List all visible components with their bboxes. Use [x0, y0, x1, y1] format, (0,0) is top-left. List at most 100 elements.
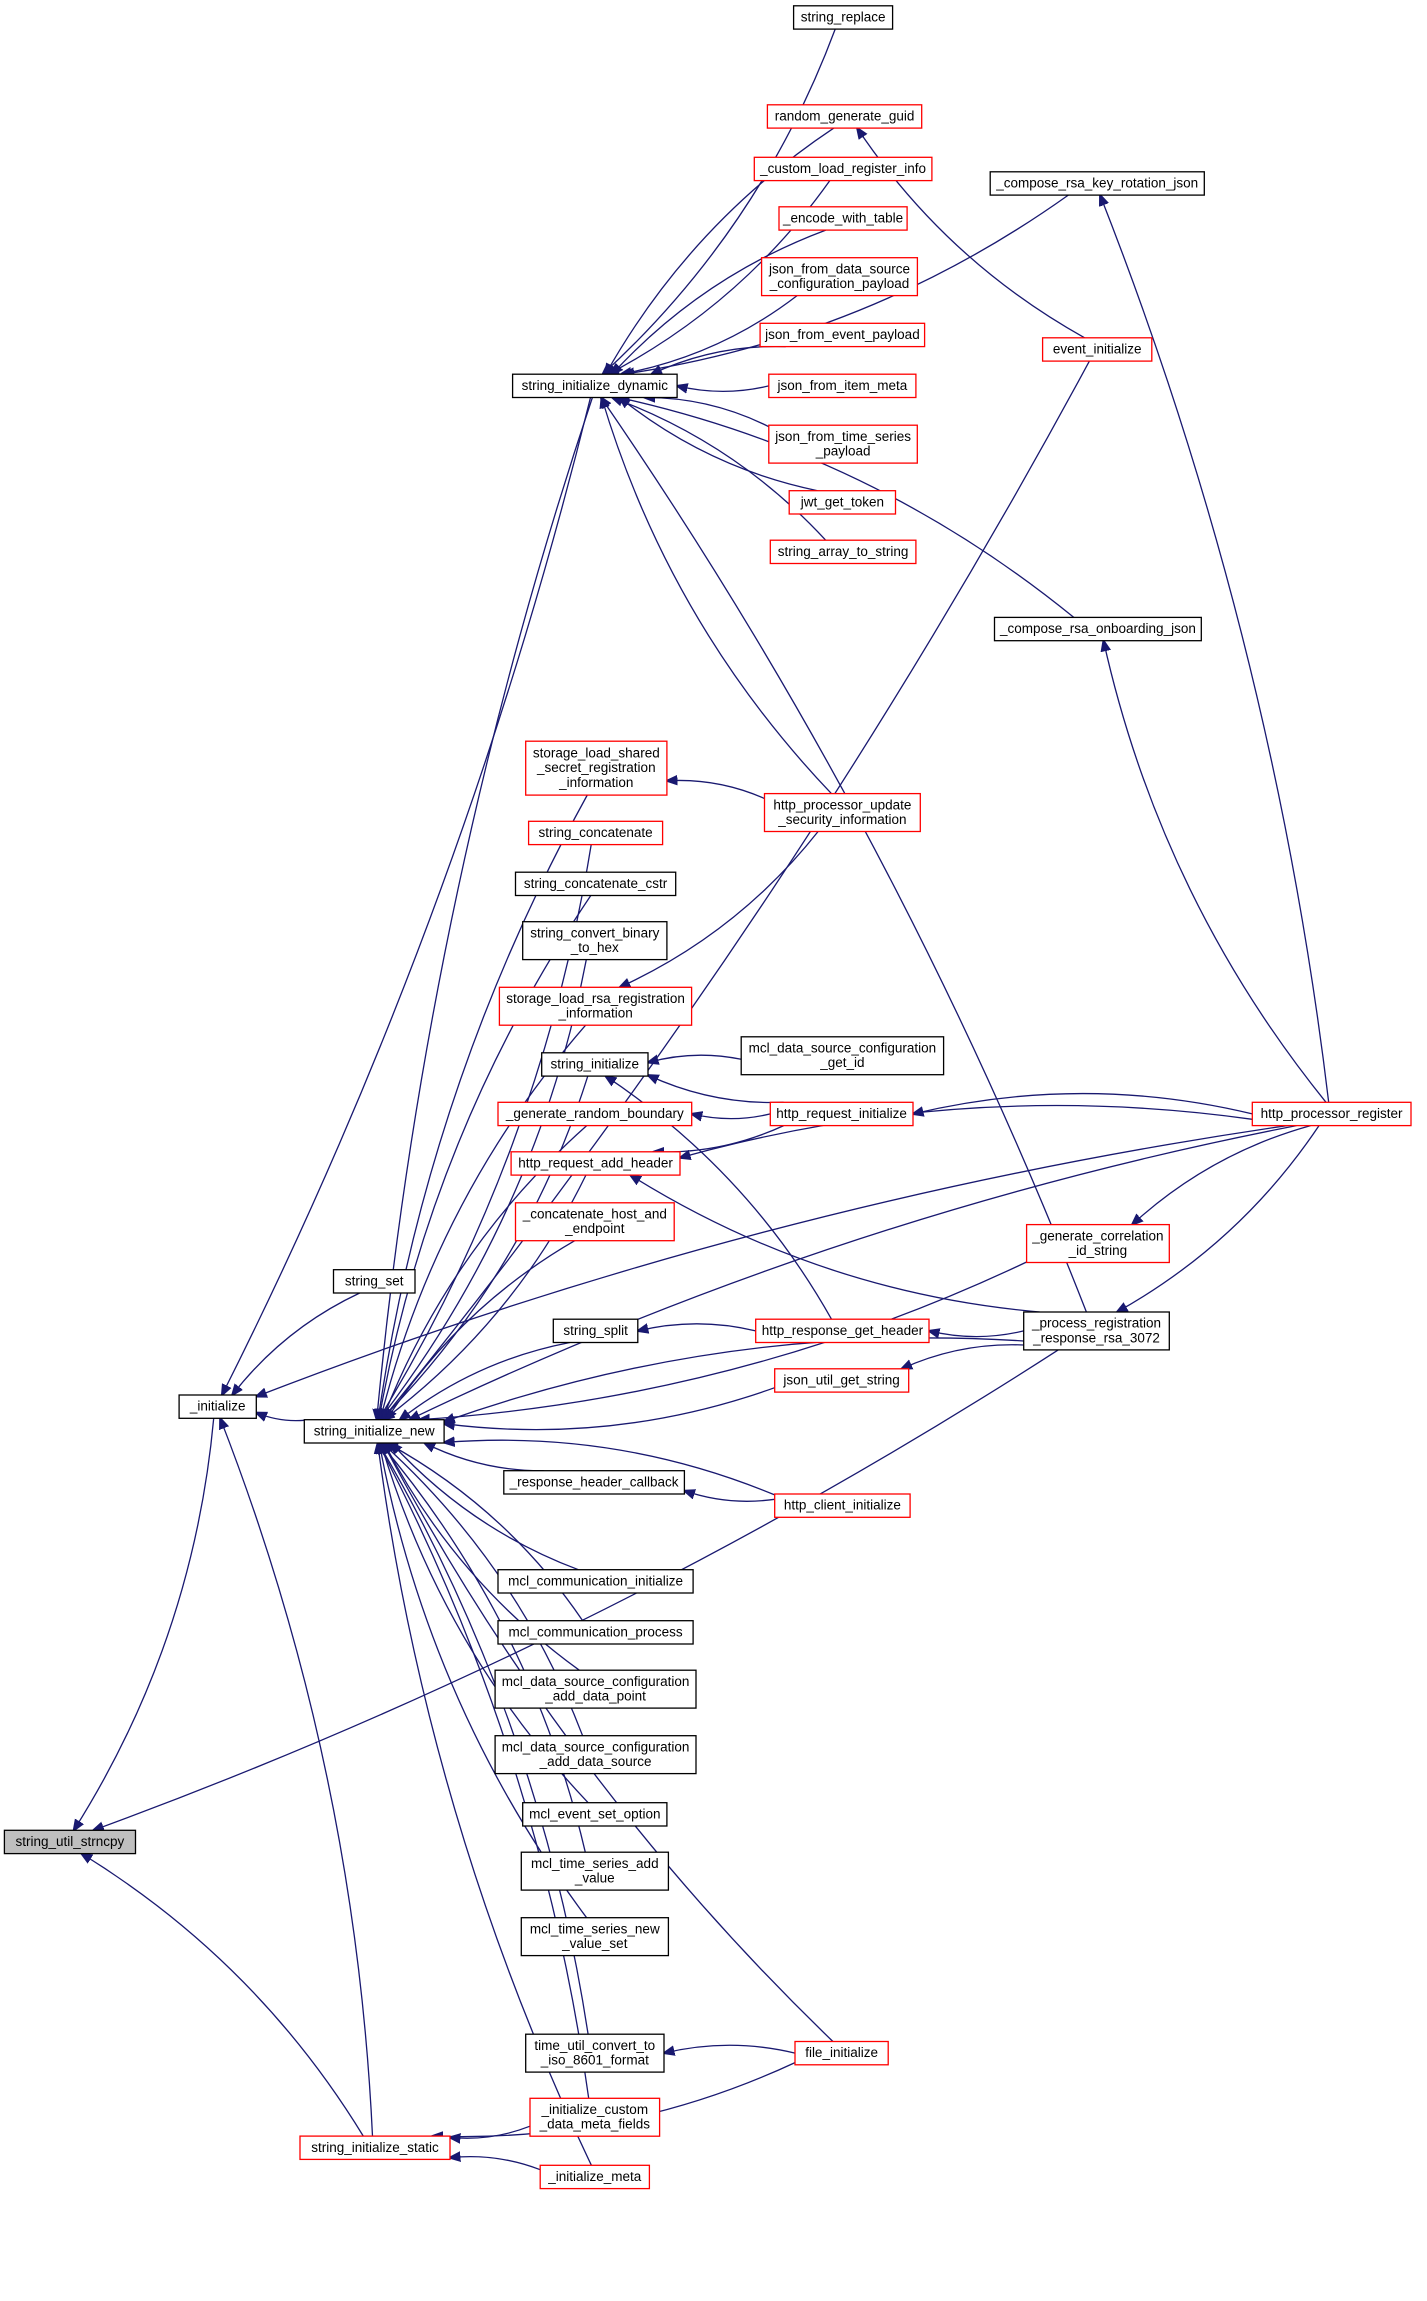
call-edge — [677, 386, 769, 392]
function-node-label: _data_meta_fields — [539, 2117, 651, 2132]
function-node[interactable]: string_concatenate — [527, 820, 664, 846]
function-node[interactable]: _response_header_callback — [503, 1470, 686, 1495]
function-node[interactable]: mcl_event_set_option — [522, 1802, 668, 1827]
function-node[interactable]: http_processor_register — [1251, 1101, 1412, 1127]
function-node-box — [510, 1151, 681, 1176]
function-node-label: _endpoint — [564, 1221, 625, 1236]
function-node[interactable]: string_split — [552, 1318, 639, 1344]
call-edge — [379, 895, 592, 1420]
function-node-box — [1251, 1101, 1412, 1127]
function-node[interactable]: http_processor_update_security_informati… — [763, 792, 921, 833]
function-node-label: random_generate_guid — [775, 109, 915, 124]
function-node[interactable]: string_initialize — [541, 1052, 649, 1077]
function-node-label: time_util_convert_to — [534, 2038, 655, 2053]
call-edge — [380, 1443, 586, 1853]
function-node[interactable]: _process_registration_response_rsa_3072 — [1023, 1311, 1170, 1351]
function-node[interactable]: event_initialize — [1041, 337, 1153, 362]
function-node[interactable]: http_request_initialize — [769, 1101, 914, 1127]
call-edge — [400, 1341, 571, 1420]
call-edge — [630, 1175, 1040, 1313]
function-node-label: string_initialize — [551, 1057, 640, 1072]
function-node[interactable]: file_initialize — [794, 2040, 889, 2066]
function-node[interactable]: _concatenate_host_and_endpoint — [514, 1202, 675, 1242]
function-node[interactable]: string_replace — [792, 5, 894, 30]
function-node[interactable]: string_initialize_static — [299, 2135, 451, 2161]
function-node-box — [514, 1202, 675, 1242]
function-node[interactable]: _generate_correlation_id_string — [1025, 1223, 1170, 1264]
function-node-label: string_util_strncpy — [15, 1834, 124, 1849]
call-edge — [82, 1854, 364, 2137]
function-node[interactable]: mcl_time_series_new_value_set — [520, 1917, 670, 1957]
function-node[interactable]: json_from_data_source_configuration_payl… — [760, 257, 919, 297]
function-node[interactable]: json_from_item_meta — [768, 373, 917, 399]
function-node-label: json_from_time_series — [774, 429, 911, 444]
function-node[interactable]: json_from_event_payload — [759, 322, 926, 348]
function-node[interactable]: _initialize_meta — [539, 2164, 651, 2190]
function-node[interactable]: mcl_data_source_configuration_add_data_s… — [494, 1735, 697, 1775]
function-node-label: _add_data_point — [544, 1689, 646, 1704]
call-edge — [684, 1491, 775, 1502]
function-node-box — [989, 171, 1205, 196]
function-node[interactable]: string_array_to_string — [769, 539, 917, 565]
function-node-box — [520, 1851, 670, 1891]
function-node-box — [527, 820, 664, 846]
function-node[interactable]: mcl_data_source_configuration_get_id — [740, 1036, 945, 1076]
nodes-layer: string_util_strncpy _initialize string_set… — [3, 5, 1412, 2190]
function-node[interactable]: storage_load_rsa_registration_informatio… — [498, 986, 693, 1026]
function-node[interactable]: random_generate_guid — [766, 104, 923, 129]
call-edge — [74, 1418, 215, 1830]
function-node[interactable]: _compose_rsa_onboarding_json — [993, 616, 1202, 642]
function-node[interactable]: http_response_get_header — [755, 1318, 930, 1344]
call-edge — [648, 1055, 742, 1062]
function-node[interactable]: string_initialize_dynamic — [511, 373, 678, 399]
function-node[interactable]: _initialize_custom_data_meta_fields — [529, 2097, 661, 2137]
function-node-label: _response_header_callback — [509, 1474, 679, 1489]
function-node-label: string_set — [345, 1274, 404, 1289]
call-edge — [419, 1261, 1027, 1420]
function-node-label: http_processor_register — [1261, 1106, 1403, 1121]
call-edge — [1117, 1125, 1320, 1312]
function-node[interactable]: _generate_random_boundary — [497, 1101, 693, 1127]
function-node[interactable]: _compose_rsa_key_rotation_json — [989, 171, 1205, 196]
function-node[interactable]: mcl_data_source_configuration_add_data_p… — [494, 1669, 697, 1709]
function-node[interactable]: _custom_load_register_info — [753, 156, 933, 182]
function-node-box — [794, 2040, 889, 2066]
function-node[interactable]: mcl_time_series_add_value — [520, 1851, 670, 1891]
function-node-label: _value — [574, 1871, 615, 1886]
function-node[interactable]: string_initialize_new — [303, 1419, 445, 1444]
call-edge — [380, 959, 587, 1420]
call-edge — [902, 1344, 1024, 1369]
function-node[interactable]: _initialize — [178, 1394, 257, 1419]
function-node[interactable]: _encode_with_table — [778, 206, 908, 231]
function-node[interactable]: http_client_initialize — [774, 1493, 911, 1518]
function-node-box — [1041, 337, 1153, 362]
function-node-box — [522, 921, 668, 961]
function-node-box — [529, 2097, 661, 2137]
function-node[interactable]: string_convert_binary_to_hex — [522, 921, 668, 961]
call-edge — [1132, 1124, 1311, 1225]
function-node[interactable]: storage_load_shared_secret_registration_… — [525, 740, 668, 796]
call-edge — [648, 1075, 784, 1104]
function-node-label: http_processor_update — [773, 797, 911, 812]
function-node[interactable]: http_request_add_header — [510, 1151, 681, 1176]
function-node[interactable]: string_set — [332, 1269, 416, 1294]
call-edge — [667, 780, 765, 800]
function-node[interactable]: json_util_get_string — [774, 1368, 910, 1393]
function-node-box — [498, 986, 693, 1026]
function-node[interactable]: string_concatenate_cstr — [514, 871, 677, 897]
function-node-label: _custom_load_register_info — [759, 161, 926, 176]
function-node-label: string_concatenate — [539, 825, 653, 840]
function-node-label: _configuration_payload — [769, 276, 910, 291]
function-node-box — [740, 1036, 945, 1076]
function-node-label: mcl_communication_process — [509, 1624, 683, 1639]
function-node-box — [541, 1052, 649, 1077]
function-node-label: string_replace — [801, 10, 886, 25]
function-node[interactable]: mcl_communication_process — [497, 1620, 694, 1645]
function-node[interactable]: jwt_get_token — [788, 490, 897, 515]
function-node[interactable]: json_from_time_series_payload — [768, 424, 918, 464]
function-node[interactable]: mcl_communication_initialize — [497, 1569, 694, 1594]
call-edge — [1100, 195, 1330, 1103]
function-node[interactable]: time_util_convert_to_iso_8601_format — [525, 2033, 665, 2073]
function-node-box — [522, 1802, 668, 1827]
call-edge — [621, 295, 798, 375]
